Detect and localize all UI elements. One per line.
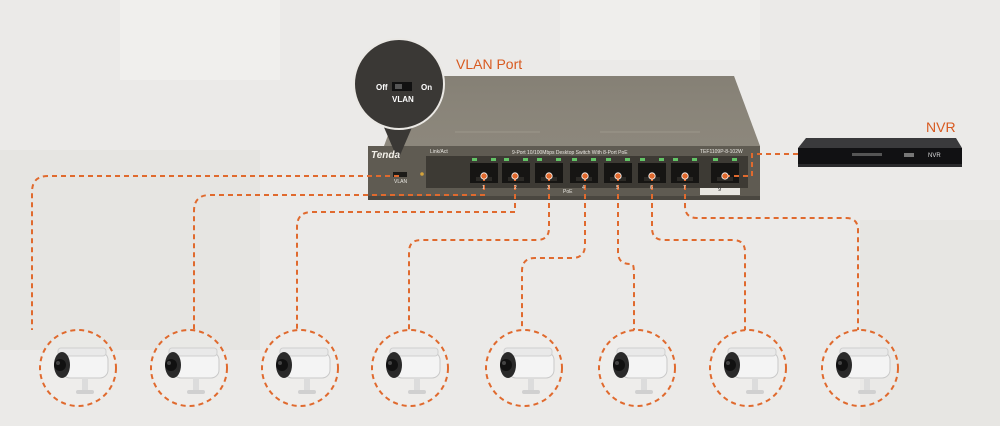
switch-description: 9-Port 10/100Mbps Desktop Switch With 8-… <box>512 150 628 156</box>
port-dot-3 <box>545 172 553 180</box>
uplink-port-label: 9 <box>718 187 722 193</box>
port-number-4: 4 <box>582 185 585 191</box>
port-dot-5 <box>614 172 622 180</box>
cameras <box>39 329 899 407</box>
port-dot-2 <box>511 172 519 180</box>
callout-vlan-label: VLAN <box>392 95 414 104</box>
nvr-device <box>798 138 962 167</box>
poe-switch <box>368 76 760 200</box>
link-port-3 <box>408 176 550 330</box>
port-number-1: 1 <box>482 185 485 191</box>
port-dot-uplink <box>721 172 729 180</box>
camera-8 <box>821 329 899 407</box>
camera-3 <box>261 329 339 407</box>
camera-5 <box>485 329 563 407</box>
port-dot-1 <box>480 172 488 180</box>
port-dot-6 <box>648 172 656 180</box>
port-number-5: 5 <box>616 185 619 191</box>
camera-4 <box>371 329 449 407</box>
link-port-4 <box>521 176 586 330</box>
switch-ports <box>470 158 739 183</box>
link-port-1 <box>193 176 485 330</box>
power-led <box>420 172 424 176</box>
port-dots <box>480 172 729 180</box>
camera-2 <box>150 329 228 407</box>
switch-vlan-label: VLAN <box>394 179 408 185</box>
vlan-port-label: VLAN Port <box>456 56 523 72</box>
link-nvr <box>725 153 798 177</box>
switch-link-act: Link/Act <box>430 149 448 155</box>
switch-model: TEF1109P-8-102W <box>700 149 743 155</box>
port-number-2: 2 <box>514 185 517 191</box>
connection-lines <box>31 153 859 330</box>
port-number-6: 6 <box>650 185 653 191</box>
link-vlan-camera-1 <box>31 175 399 330</box>
link-port-6 <box>651 176 746 330</box>
switch-poe: PoE <box>563 189 573 195</box>
camera-6 <box>598 329 676 407</box>
port-number-3: 3 <box>547 185 550 191</box>
nvr-label: NVR <box>926 119 956 135</box>
vlan-callout <box>353 38 445 160</box>
callout-off-label: Off <box>376 83 388 92</box>
callout-on-label: On <box>421 83 433 92</box>
camera-7 <box>709 329 787 407</box>
nvr-device-text: NVR <box>928 153 941 159</box>
link-port-2 <box>296 176 516 330</box>
camera-1 <box>39 329 117 407</box>
port-number-7: 7 <box>683 185 686 191</box>
vlan-switch[interactable] <box>393 172 407 177</box>
switch-brand: Tenda <box>371 150 401 161</box>
port-dot-7 <box>681 172 689 180</box>
port-dot-4 <box>581 172 589 180</box>
